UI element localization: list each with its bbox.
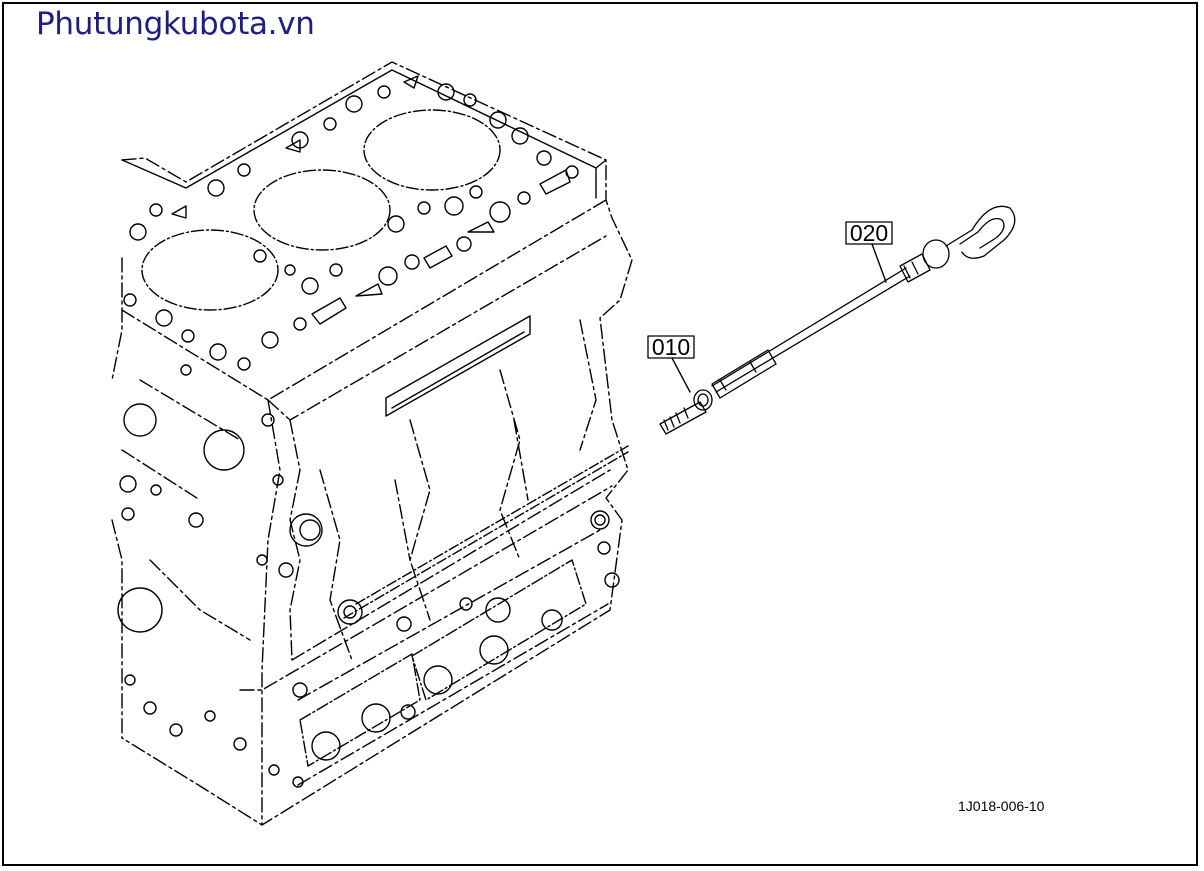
- part-010-dipstick-guide[interactable]: [659, 389, 713, 435]
- callout-010[interactable]: 010: [647, 334, 695, 393]
- callout-020[interactable]: 020: [845, 220, 893, 283]
- side-holes: [117, 364, 284, 751]
- front-bosses: [268, 510, 620, 788]
- site-title: Phutungkubota.vn: [36, 6, 315, 42]
- callout-020-leader: [871, 243, 887, 283]
- callout-010-leader: [671, 357, 691, 393]
- deck-holes: [123, 83, 579, 371]
- callout-010-box: [647, 335, 695, 359]
- callout-020-box: [845, 221, 893, 245]
- cylinder-bores: [141, 109, 501, 311]
- callout-010-label: 010: [652, 334, 690, 360]
- callout-020-label: 020: [850, 220, 888, 246]
- engine-block: [111, 61, 633, 826]
- lower-pockets: [299, 559, 587, 767]
- drawing-code: 1J018-006-10: [958, 798, 1045, 814]
- dipstick-bore-line: [355, 445, 629, 605]
- side-plate: [385, 315, 531, 417]
- block-outline: [111, 61, 633, 826]
- deck-slots: [171, 75, 571, 325]
- part-020-oil-level-gauge[interactable]: [711, 205, 1016, 399]
